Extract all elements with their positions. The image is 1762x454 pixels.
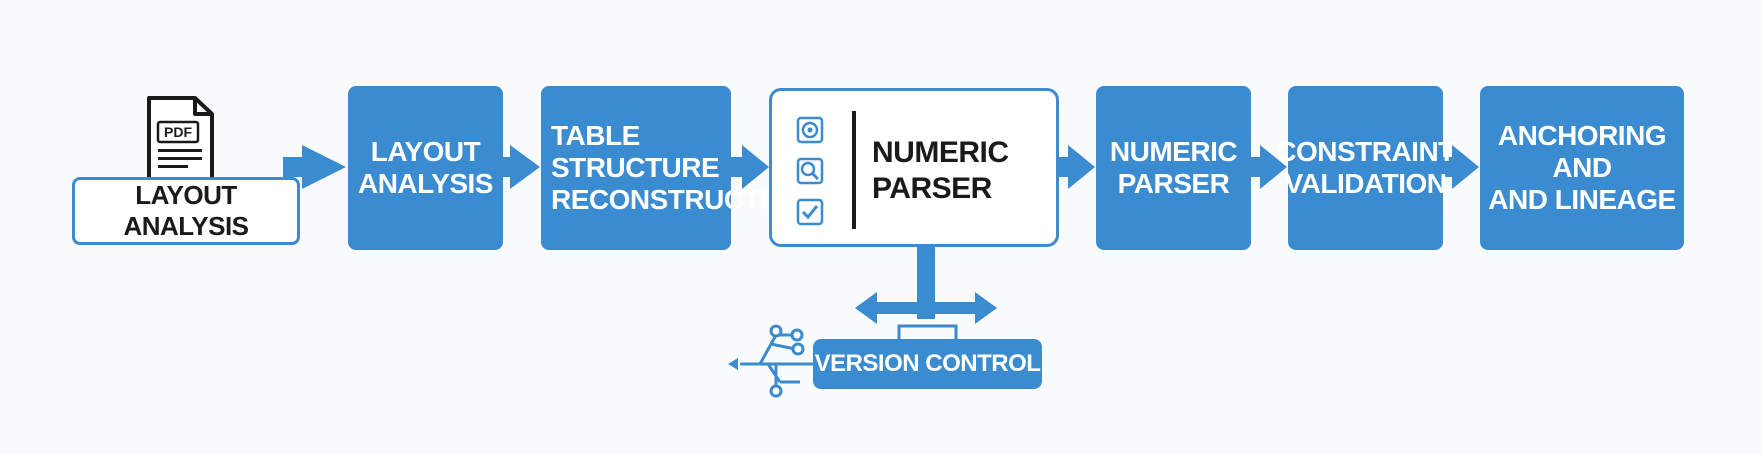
version-control-label: VERSION CONTROL [814,350,1041,377]
step-anchoring-lineage: ANCHORING AND AND LINEAGE [1480,86,1684,250]
arrow-parser-to-constraint [1251,145,1287,189]
step-label: NUMERIC PARSER [872,136,1009,205]
pdf-document-icon: PDF [147,96,214,182]
arrow-constraint-to-anchoring [1443,145,1479,189]
arrow-table-to-parser [731,145,769,189]
step-table-structure: TABLE STRUCTURE RECONSTRUCTION [541,86,809,250]
input-label: LAYOUT ANALYSIS [123,180,249,241]
step-label: LAYOUT ANALYSIS [357,136,494,199]
step-label: NUMERIC PARSER [1109,136,1238,199]
settings-icon [796,116,824,144]
arrow-layout-to-table [503,145,540,189]
arrow-parser-to-parser [1059,145,1095,189]
step-numeric-parser-highlighted: NUMERIC PARSER [769,88,1059,247]
divider [852,111,856,229]
arrow-input-to-layout [283,145,346,189]
search-icon [796,157,824,185]
checkbox-icon [796,198,824,226]
step-layout-analysis: LAYOUT ANALYSIS [348,86,503,250]
tool-icon-column [796,116,826,226]
step-constraint-validation: CONSTRAINT VALIDATION [1276,86,1455,250]
step-label: TABLE STRUCTURE RECONSTRUCTION [551,120,809,215]
pdf-label: PDF [164,124,192,140]
branching-network-icon [728,324,815,398]
step-label: CONSTRAINT VALIDATION [1276,136,1455,199]
input-document-box: LAYOUT ANALYSIS [72,177,300,245]
step-label: ANCHORING AND AND LINEAGE [1488,120,1676,215]
version-control-box: VERSION CONTROL [813,339,1042,389]
arrow-parser-to-version-control [855,247,997,324]
version-control-bracket [897,324,958,339]
step-numeric-parser: NUMERIC PARSER [1096,86,1251,250]
